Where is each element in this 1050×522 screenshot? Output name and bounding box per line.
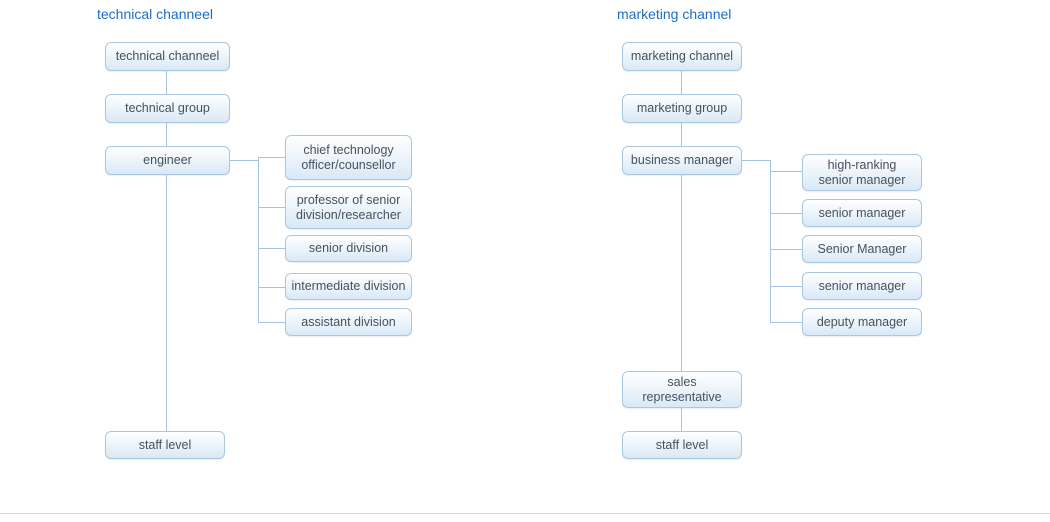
node-technical-channel[interactable]: technical channeel <box>105 42 230 71</box>
connector-trunk <box>258 157 259 323</box>
connector-trunk <box>770 160 771 323</box>
connector-stub <box>770 213 802 214</box>
node-marketing-group[interactable]: marketing group <box>622 94 742 123</box>
node-professor-senior-division[interactable]: professor of senior division/researcher <box>285 186 412 229</box>
connector-line <box>742 160 770 161</box>
connector-stub <box>770 171 802 172</box>
node-senior-manager-2[interactable]: Senior Manager <box>802 235 922 263</box>
connector-line <box>681 408 682 431</box>
node-intermediate-division[interactable]: intermediate division <box>285 273 412 300</box>
connector-stub <box>770 286 802 287</box>
bottom-divider <box>0 513 1050 514</box>
connector-stub <box>258 207 285 208</box>
node-senior-division[interactable]: senior division <box>285 235 412 262</box>
node-senior-manager-1[interactable]: senior manager <box>802 199 922 227</box>
node-engineer[interactable]: engineer <box>105 146 230 175</box>
node-deputy-manager[interactable]: deputy manager <box>802 308 922 336</box>
connector-line <box>230 160 258 161</box>
node-technical-group[interactable]: technical group <box>105 94 230 123</box>
node-staff-level-left[interactable]: staff level <box>105 431 225 459</box>
connector-stub <box>258 322 285 323</box>
connector-line <box>681 71 682 94</box>
node-staff-level-right[interactable]: staff level <box>622 431 742 459</box>
node-chief-technology-officer[interactable]: chief technology officer/counsellor <box>285 135 412 180</box>
connector-stub <box>258 157 285 158</box>
connector-line <box>681 175 682 371</box>
left-chart-title: technical channeel <box>97 6 213 22</box>
connector-line <box>681 123 682 146</box>
connector-stub <box>258 248 285 249</box>
connector-stub <box>770 249 802 250</box>
node-sales-representative[interactable]: sales representative <box>622 371 742 408</box>
right-chart-title: marketing channel <box>617 6 732 22</box>
connector-line <box>166 175 167 431</box>
node-business-manager[interactable]: business manager <box>622 146 742 175</box>
connector-line <box>166 123 167 146</box>
connector-stub <box>258 287 285 288</box>
node-assistant-division[interactable]: assistant division <box>285 308 412 336</box>
node-senior-manager-3[interactable]: senior manager <box>802 272 922 300</box>
connector-line <box>166 71 167 94</box>
connector-stub <box>770 322 802 323</box>
node-high-ranking-senior-manager[interactable]: high-ranking senior manager <box>802 154 922 191</box>
node-marketing-channel[interactable]: marketing channel <box>622 42 742 71</box>
